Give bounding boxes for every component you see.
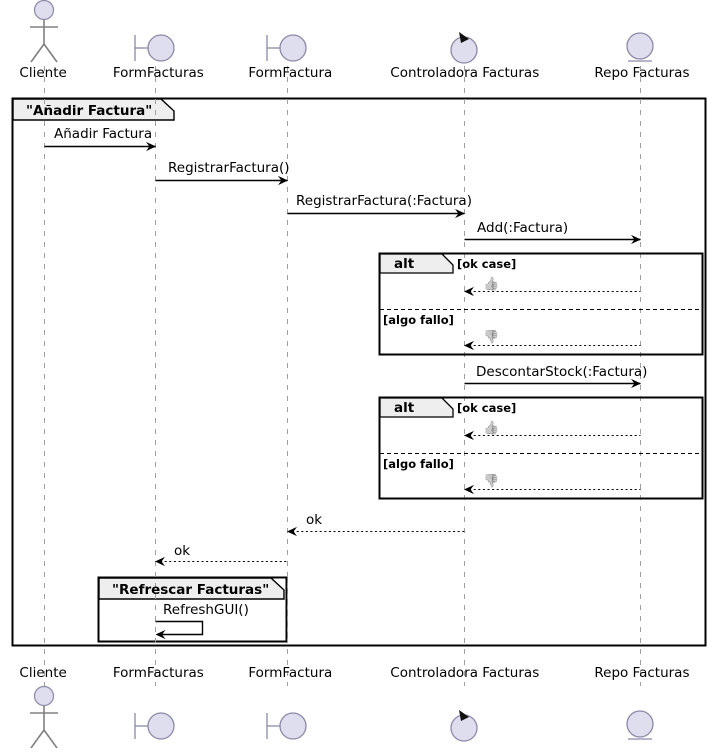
message-m4 [464, 234, 641, 245]
message-m11 [155, 556, 288, 567]
message-arrowhead [631, 378, 641, 389]
participant-label-top-1: FormFacturas [112, 65, 204, 81]
message-label-m2: RegistrarFactura() [168, 160, 290, 176]
boundary-circle [147, 712, 175, 740]
message-m1 [44, 141, 156, 152]
group-anadir-factura [11, 97, 707, 647]
message-m3 [287, 208, 465, 219]
actor-leg-right [43, 43, 58, 63]
self-message-path [155, 620, 204, 636]
boundary-icon-bottom[interactable] [266, 712, 307, 740]
participant-label-top-2: FormFactura [248, 65, 333, 81]
thumbs-up-icon: 👍 [483, 421, 500, 436]
actor-leg-right [43, 729, 58, 749]
message-arrowhead [155, 556, 165, 567]
entity-circle [626, 32, 654, 60]
message-label-m4: Add(:Factura) [477, 220, 569, 236]
message-m6 [464, 340, 641, 351]
actor-head [33, 685, 55, 707]
group-label-0: "Añadir Factura" [26, 103, 153, 119]
message-label-m3: RegistrarFactura(:Factura) [296, 193, 472, 209]
boundary-icon-bottom[interactable] [134, 712, 175, 740]
alt-add [378, 252, 704, 356]
message-m2 [155, 175, 288, 186]
actor-icon[interactable] [30, 0, 58, 63]
fragment-operator-label-1: alt [394, 400, 415, 416]
message-m8 [464, 430, 641, 441]
message-m9 [464, 484, 641, 495]
fragment-guard-0-1: [algo fallo] [383, 313, 454, 327]
entity-icon[interactable] [626, 32, 654, 62]
control-icon-bottom[interactable] [450, 710, 478, 742]
control-arrow [459, 710, 469, 721]
control-arrow [459, 32, 469, 43]
participant-label-bottom-4: Repo Facturas [594, 665, 690, 681]
message-arrowhead [631, 234, 641, 245]
group-frame [11, 97, 707, 647]
participant-label-top-0: Cliente [19, 65, 67, 81]
actor-leg-left [30, 43, 45, 63]
self-message-label-m12: RefreshGUI() [163, 602, 249, 618]
message-arrowhead [464, 484, 474, 495]
group-refrescar-facturas [97, 576, 288, 643]
fragment-guard-1-0: [ok case] [457, 401, 517, 415]
message-arrowhead [146, 141, 156, 152]
fragment-operator-label-0: alt [394, 256, 415, 272]
message-m5 [464, 286, 641, 297]
boundary-circle [279, 712, 307, 740]
message-label-m10: ok [306, 512, 323, 528]
thumbs-down-icon: 👎 [483, 474, 500, 489]
participant-label-top-3: Controladora Facturas [390, 65, 540, 81]
self-message-arrowhead [155, 629, 166, 640]
boundary-icon[interactable] [134, 34, 175, 62]
group-header-tab [12, 98, 175, 121]
participant-label-bottom-2: FormFactura [248, 665, 333, 681]
participant-label-bottom-0: Cliente [19, 665, 67, 681]
boundary-circle [279, 34, 307, 62]
message-arrowhead [278, 175, 288, 186]
participant-label-bottom-3: Controladora Facturas [390, 665, 540, 681]
participant-label-top-4: Repo Facturas [594, 65, 690, 81]
fragment-guard-0-0: [ok case] [457, 257, 517, 271]
thumbs-down-icon: 👎 [483, 330, 500, 345]
boundary-circle [147, 34, 175, 62]
fragment-guard-1-1: [algo fallo] [383, 457, 454, 471]
thumbs-up-icon: 👍 [483, 277, 500, 292]
actor-leg-left [30, 729, 45, 749]
message-label-m1: Añadir Factura [54, 126, 153, 142]
message-arrowhead [464, 340, 474, 351]
control-icon[interactable] [450, 32, 478, 64]
message-arrowhead [287, 526, 297, 537]
fragment-frame [378, 252, 704, 356]
boundary-icon[interactable] [266, 34, 307, 62]
entity-circle [626, 710, 654, 738]
message-label-m11: ok [174, 543, 191, 559]
message-label-m7: DescontarStock(:Factura) [476, 364, 648, 380]
group-header-tab [98, 577, 285, 600]
message-m10 [287, 526, 465, 537]
group-label-1: "Refrescar Facturas" [112, 582, 270, 598]
actor-icon-bottom[interactable] [30, 685, 58, 749]
message-arrowhead [455, 208, 465, 219]
fragment-operator-tab [379, 397, 454, 418]
fragment-operator-tab [379, 253, 454, 274]
self-message-m12 [155, 620, 204, 640]
message-arrowhead [464, 286, 474, 297]
participant-label-bottom-1: FormFacturas [112, 665, 204, 681]
fragment-frame [378, 396, 704, 500]
entity-icon-bottom[interactable] [626, 710, 654, 740]
message-m7 [464, 378, 641, 389]
actor-head [33, 0, 55, 21]
alt-stock [378, 396, 704, 500]
message-arrowhead [464, 430, 474, 441]
